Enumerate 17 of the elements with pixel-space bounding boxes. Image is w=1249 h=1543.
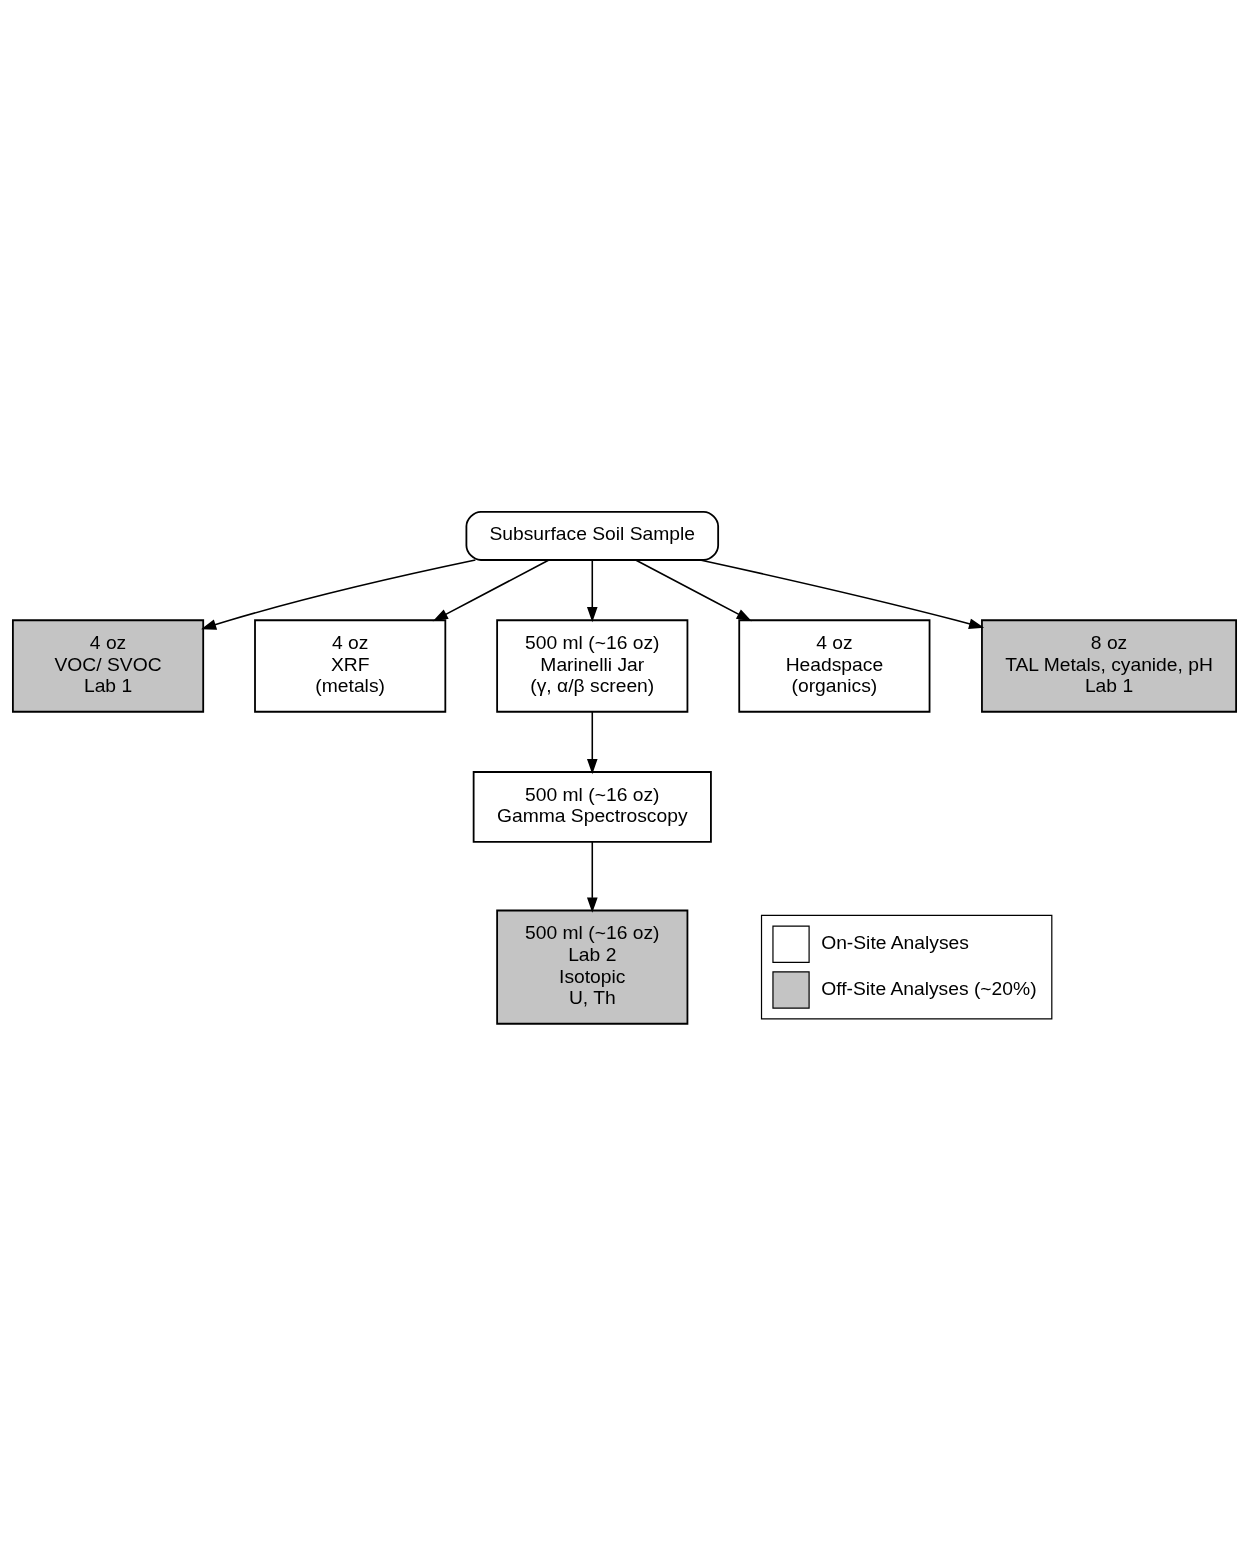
node-box: 4 oz Headspace (organics) <box>738 618 931 713</box>
arrow <box>699 558 985 629</box>
node-box: 4 oz VOC/ SVOC Lab 1 <box>12 618 205 713</box>
arrow <box>635 558 752 621</box>
legend-label: Off-Site Analyses (~20%) <box>821 977 1037 999</box>
node-box: 500 ml (~16 oz) Lab 2 Isotopic U, Th <box>496 909 689 1025</box>
arrow <box>586 559 598 622</box>
legend-label: On-Site Analyses <box>821 931 969 953</box>
arrow <box>201 558 477 630</box>
arrow <box>586 840 598 913</box>
node-box: 500 ml (~16 oz) Gamma Spectroscopy <box>472 770 712 843</box>
node-box: 8 oz TAL Metals, cyanide, pH Lab 1 <box>981 618 1237 713</box>
node-box: 500 ml (~16 oz) Marinelli Jar (γ, α/β screen) <box>496 618 689 713</box>
node-box: 4 oz XRF (metals) <box>254 618 447 713</box>
arrow <box>432 558 550 621</box>
node-box: Subsurface Soil Sample <box>465 510 720 561</box>
arrow <box>586 710 598 774</box>
